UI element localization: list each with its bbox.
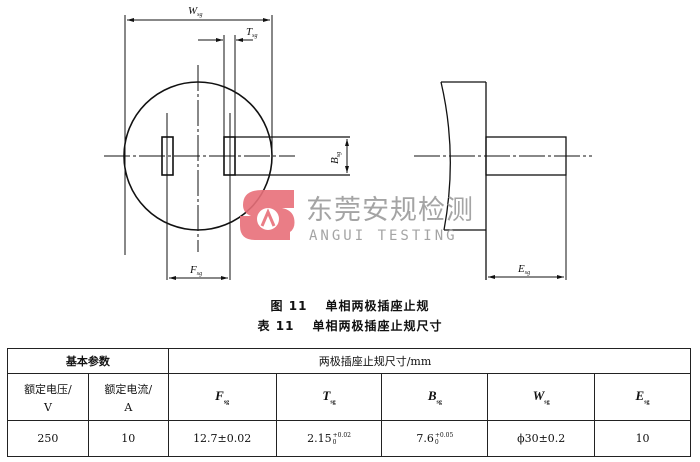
- technical-drawing: Wsg Tsg Bsg Fsg Esg 东莞安规检测 ANGUI TESTING: [104, 5, 592, 280]
- dimension-label-b: Bsg: [329, 152, 342, 164]
- header-basic-params: 基本参数: [7, 348, 169, 374]
- dimension-label-t: Tsg: [246, 26, 257, 39]
- dimension-label-e: Esg: [517, 263, 530, 276]
- svg-text:Tsg: Tsg: [246, 26, 257, 39]
- header-current: 额定电流/A: [87, 373, 169, 421]
- cell-w: ϕ30±0.2: [487, 420, 596, 457]
- header-voltage: 额定电压/V: [7, 373, 89, 421]
- svg-text:Bsg: Bsg: [329, 152, 342, 164]
- dimension-label-w: Wsg: [188, 5, 203, 18]
- watermark-chinese: 东莞安规检测: [306, 195, 474, 226]
- cell-current: 10: [87, 420, 169, 457]
- svg-text:Esg: Esg: [517, 263, 530, 276]
- table-header-row: 额定电压/V 额定电流/A Fsg Tsg Bsg Wsg Esg: [7, 373, 691, 421]
- header-gauge-dims: 两极插座止规尺寸/mm: [167, 348, 692, 374]
- angui-logo-icon: [240, 190, 295, 240]
- spec-table: 基本参数 两极插座止规尺寸/mm 额定电压/V 额定电流/A Fsg Tsg B…: [7, 348, 692, 457]
- header-f: Fsg: [167, 373, 277, 421]
- dimension-label-f: Fsg: [189, 264, 202, 277]
- watermark: 东莞安规检测 ANGUI TESTING: [240, 190, 474, 244]
- table-header-group-row: 基本参数 两极插座止规尺寸/mm: [7, 348, 692, 374]
- header-e: Esg: [594, 373, 691, 421]
- svg-text:Wsg: Wsg: [188, 5, 203, 18]
- header-t: Tsg: [275, 373, 383, 421]
- header-w: Wsg: [487, 373, 596, 421]
- cell-voltage: 250: [7, 420, 89, 457]
- gauge-diagram: Wsg Tsg Bsg Fsg Esg 东莞安规检测 ANGUI TESTING: [104, 5, 592, 280]
- cell-e: 10: [594, 420, 691, 457]
- cell-f: 12.7±0.02: [167, 420, 277, 457]
- header-b: Bsg: [381, 373, 489, 421]
- svg-text:Fsg: Fsg: [189, 264, 202, 277]
- watermark-english: ANGUI TESTING: [309, 228, 458, 244]
